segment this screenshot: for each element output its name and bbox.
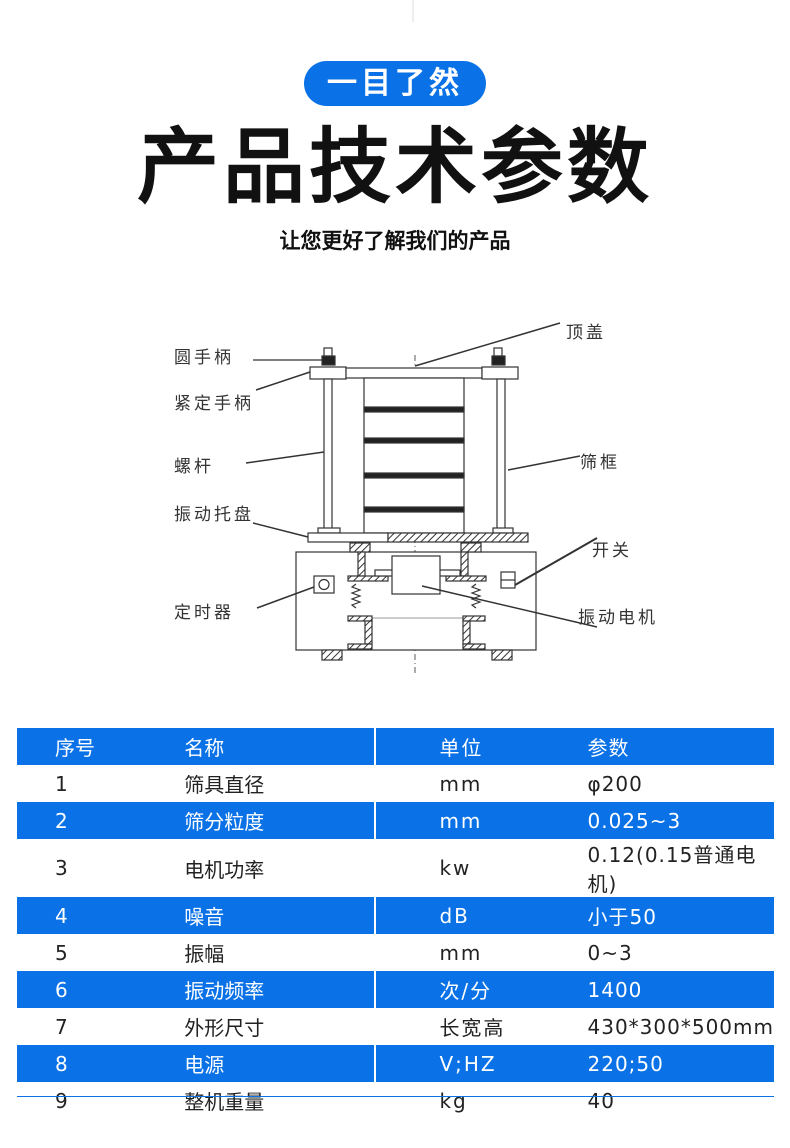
label-top-cover: 顶盖 [566,323,606,343]
cell-param: 0.025~3 [587,802,774,839]
table-bottom-rule [17,1096,774,1097]
label-vibration-motor: 振动电机 [578,608,658,628]
cell-unit: dB [374,897,588,934]
cell-param: 0.12(0.15普通电机) [587,843,757,896]
label-timer: 定时器 [174,603,234,623]
cell-param: 220;50 [587,1045,774,1082]
cell-param: 0~3 [587,940,633,965]
header-name: 名称 [184,728,376,765]
cell-name: 振动频率 [184,971,376,1008]
cell-index: 7 [55,1014,68,1039]
label-tight-handle: 紧定手柄 [174,394,254,414]
cell-unit: 次/分 [374,971,588,1008]
cell-unit: V;HZ [374,1045,588,1082]
label-switch: 开关 [592,541,632,561]
cell-param: 1400 [587,971,774,1008]
cell-index: 6 [17,971,185,1008]
cell-index: 1 [55,771,68,796]
cell-param: φ200 [587,771,643,796]
cell-param: 40 [587,1088,615,1113]
cell-name: 电源 [184,1045,376,1082]
page-subtitle: 让您更好了解我们的产品 [279,229,511,253]
label-vibration-tray: 振动托盘 [174,505,254,525]
label-sieve-frame: 筛框 [580,453,620,473]
cell-name: 振幅 [184,942,225,966]
cell-name: 筛具直径 [184,773,265,797]
cell-index: 5 [55,940,68,965]
cell-unit: mm [374,765,588,802]
cell-unit: mm [374,934,588,971]
cell-unit: kg [374,1082,588,1119]
cell-index: 4 [17,897,185,934]
page-title: 产品技术参数 [136,120,653,215]
header-index: 序号 [17,728,185,765]
cell-unit: mm [374,802,588,839]
cell-param: 430*300*500mm [587,1014,774,1039]
sieve-shaker-diagram: 圆手柄 紧定手柄 螺杆 振动托盘 定时器 顶盖 筛框 开关 振动电机 [174,322,658,675]
cell-index: 8 [17,1045,185,1082]
section-badge: 一目了然 [304,61,486,106]
table-header: 序号 名称 单位 参数 [17,728,774,765]
cell-name: 外形尺寸 [184,1016,265,1040]
label-round-handle: 圆手柄 [174,348,234,368]
cell-unit: kw [374,839,588,897]
cell-name: 整机重量 [184,1090,265,1114]
cell-index: 2 [17,802,185,839]
decorative-line [412,0,414,22]
cell-name: 噪音 [184,897,376,934]
header-param: 参数 [587,728,774,765]
cell-name: 电机功率 [184,857,265,882]
label-screw-rod: 螺杆 [174,457,214,477]
cell-index: 3 [55,856,68,880]
cell-index: 9 [55,1088,68,1113]
cell-unit: 长宽高 [374,1008,588,1045]
cell-name: 筛分粒度 [184,802,376,839]
header-unit: 单位 [374,728,588,765]
cell-param: 小于50 [587,897,774,934]
